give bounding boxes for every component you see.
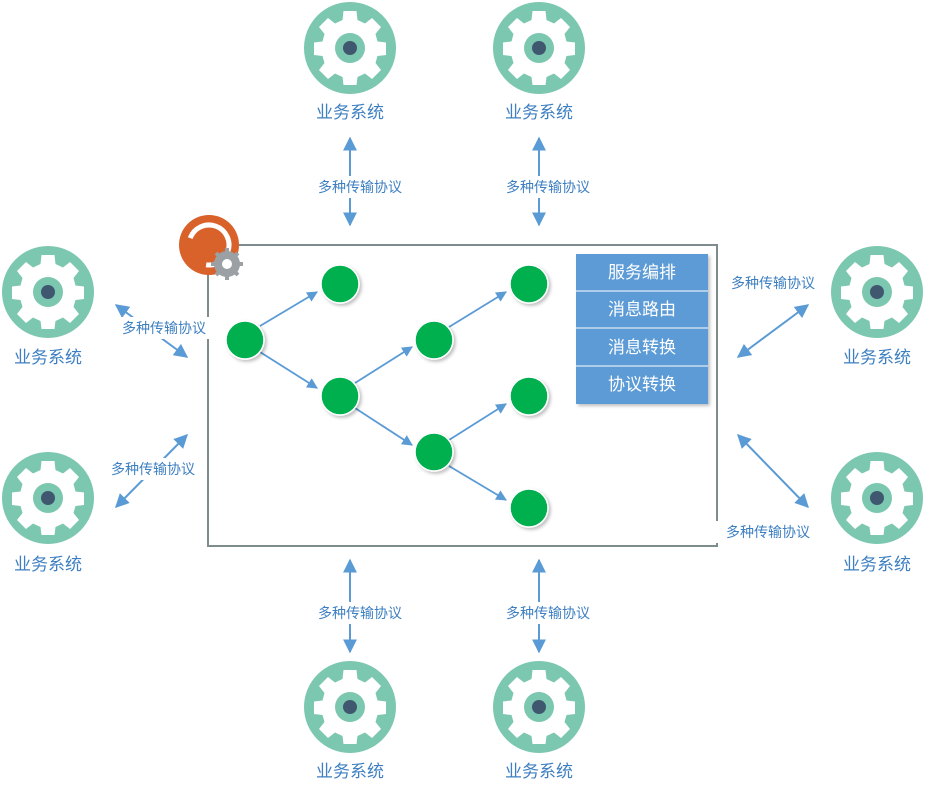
service-item: 消息转换 xyxy=(608,338,676,358)
flow-node xyxy=(509,488,549,528)
system-label: 业务系统 xyxy=(505,103,573,123)
system-label: 业务系统 xyxy=(14,555,82,575)
business-system-left-lower xyxy=(2,452,94,544)
business-system-top-left xyxy=(304,2,396,94)
esb-logo-icon xyxy=(179,215,243,280)
protocol-label: 多种传输协议 xyxy=(506,605,590,622)
connection-arrow xyxy=(736,304,810,358)
business-system-bottom-right xyxy=(493,661,585,753)
business-system-bottom-left xyxy=(304,661,396,753)
system-label: 业务系统 xyxy=(505,762,573,782)
flow-node xyxy=(320,376,360,416)
gear-icon xyxy=(12,255,84,329)
business-system-left-upper xyxy=(2,246,94,338)
gear-icon xyxy=(314,11,386,85)
flow-node xyxy=(225,320,265,360)
service-item: 协议转换 xyxy=(608,375,676,395)
gear-icon xyxy=(841,255,913,329)
business-system-right-upper xyxy=(831,246,923,338)
connection-arrow xyxy=(737,433,809,509)
flow-edge xyxy=(448,291,507,328)
system-label: 业务系统 xyxy=(316,103,384,123)
flow-edge xyxy=(354,407,413,446)
flow-edge xyxy=(259,291,318,327)
gear-icon xyxy=(503,11,575,85)
service-panel xyxy=(576,254,708,404)
protocol-label: 多种传输协议 xyxy=(318,179,402,196)
flow-node xyxy=(414,320,454,360)
protocol-label: 多种传输协议 xyxy=(731,275,815,292)
flow-node xyxy=(509,376,549,416)
protocol-label: 多种传输协议 xyxy=(122,320,206,337)
gear-icon xyxy=(314,670,386,744)
system-label: 业务系统 xyxy=(843,555,911,575)
flow-edges xyxy=(259,291,507,501)
protocol-label: 多种传输协议 xyxy=(506,179,590,196)
service-item: 消息路由 xyxy=(608,300,676,320)
flow-edge xyxy=(259,351,318,389)
flow-edge xyxy=(354,346,413,384)
flow-edge xyxy=(448,465,507,501)
protocol-label: 多种传输协议 xyxy=(318,605,402,622)
protocol-label: 多种传输协议 xyxy=(111,461,195,478)
gear-icon xyxy=(841,461,913,535)
flow-node xyxy=(320,264,360,304)
system-label: 业务系统 xyxy=(14,348,82,368)
protocol-label: 多种传输协议 xyxy=(726,524,810,541)
flow-edge xyxy=(448,403,507,441)
gear-icon xyxy=(503,670,575,744)
system-label: 业务系统 xyxy=(843,348,911,368)
service-item: 服务编排 xyxy=(608,263,676,283)
gear-icon xyxy=(12,461,84,535)
business-system-top-right xyxy=(493,2,585,94)
flow-node xyxy=(414,432,454,472)
flow-node xyxy=(509,264,549,304)
system-label: 业务系统 xyxy=(316,762,384,782)
business-system-right-lower xyxy=(831,452,923,544)
